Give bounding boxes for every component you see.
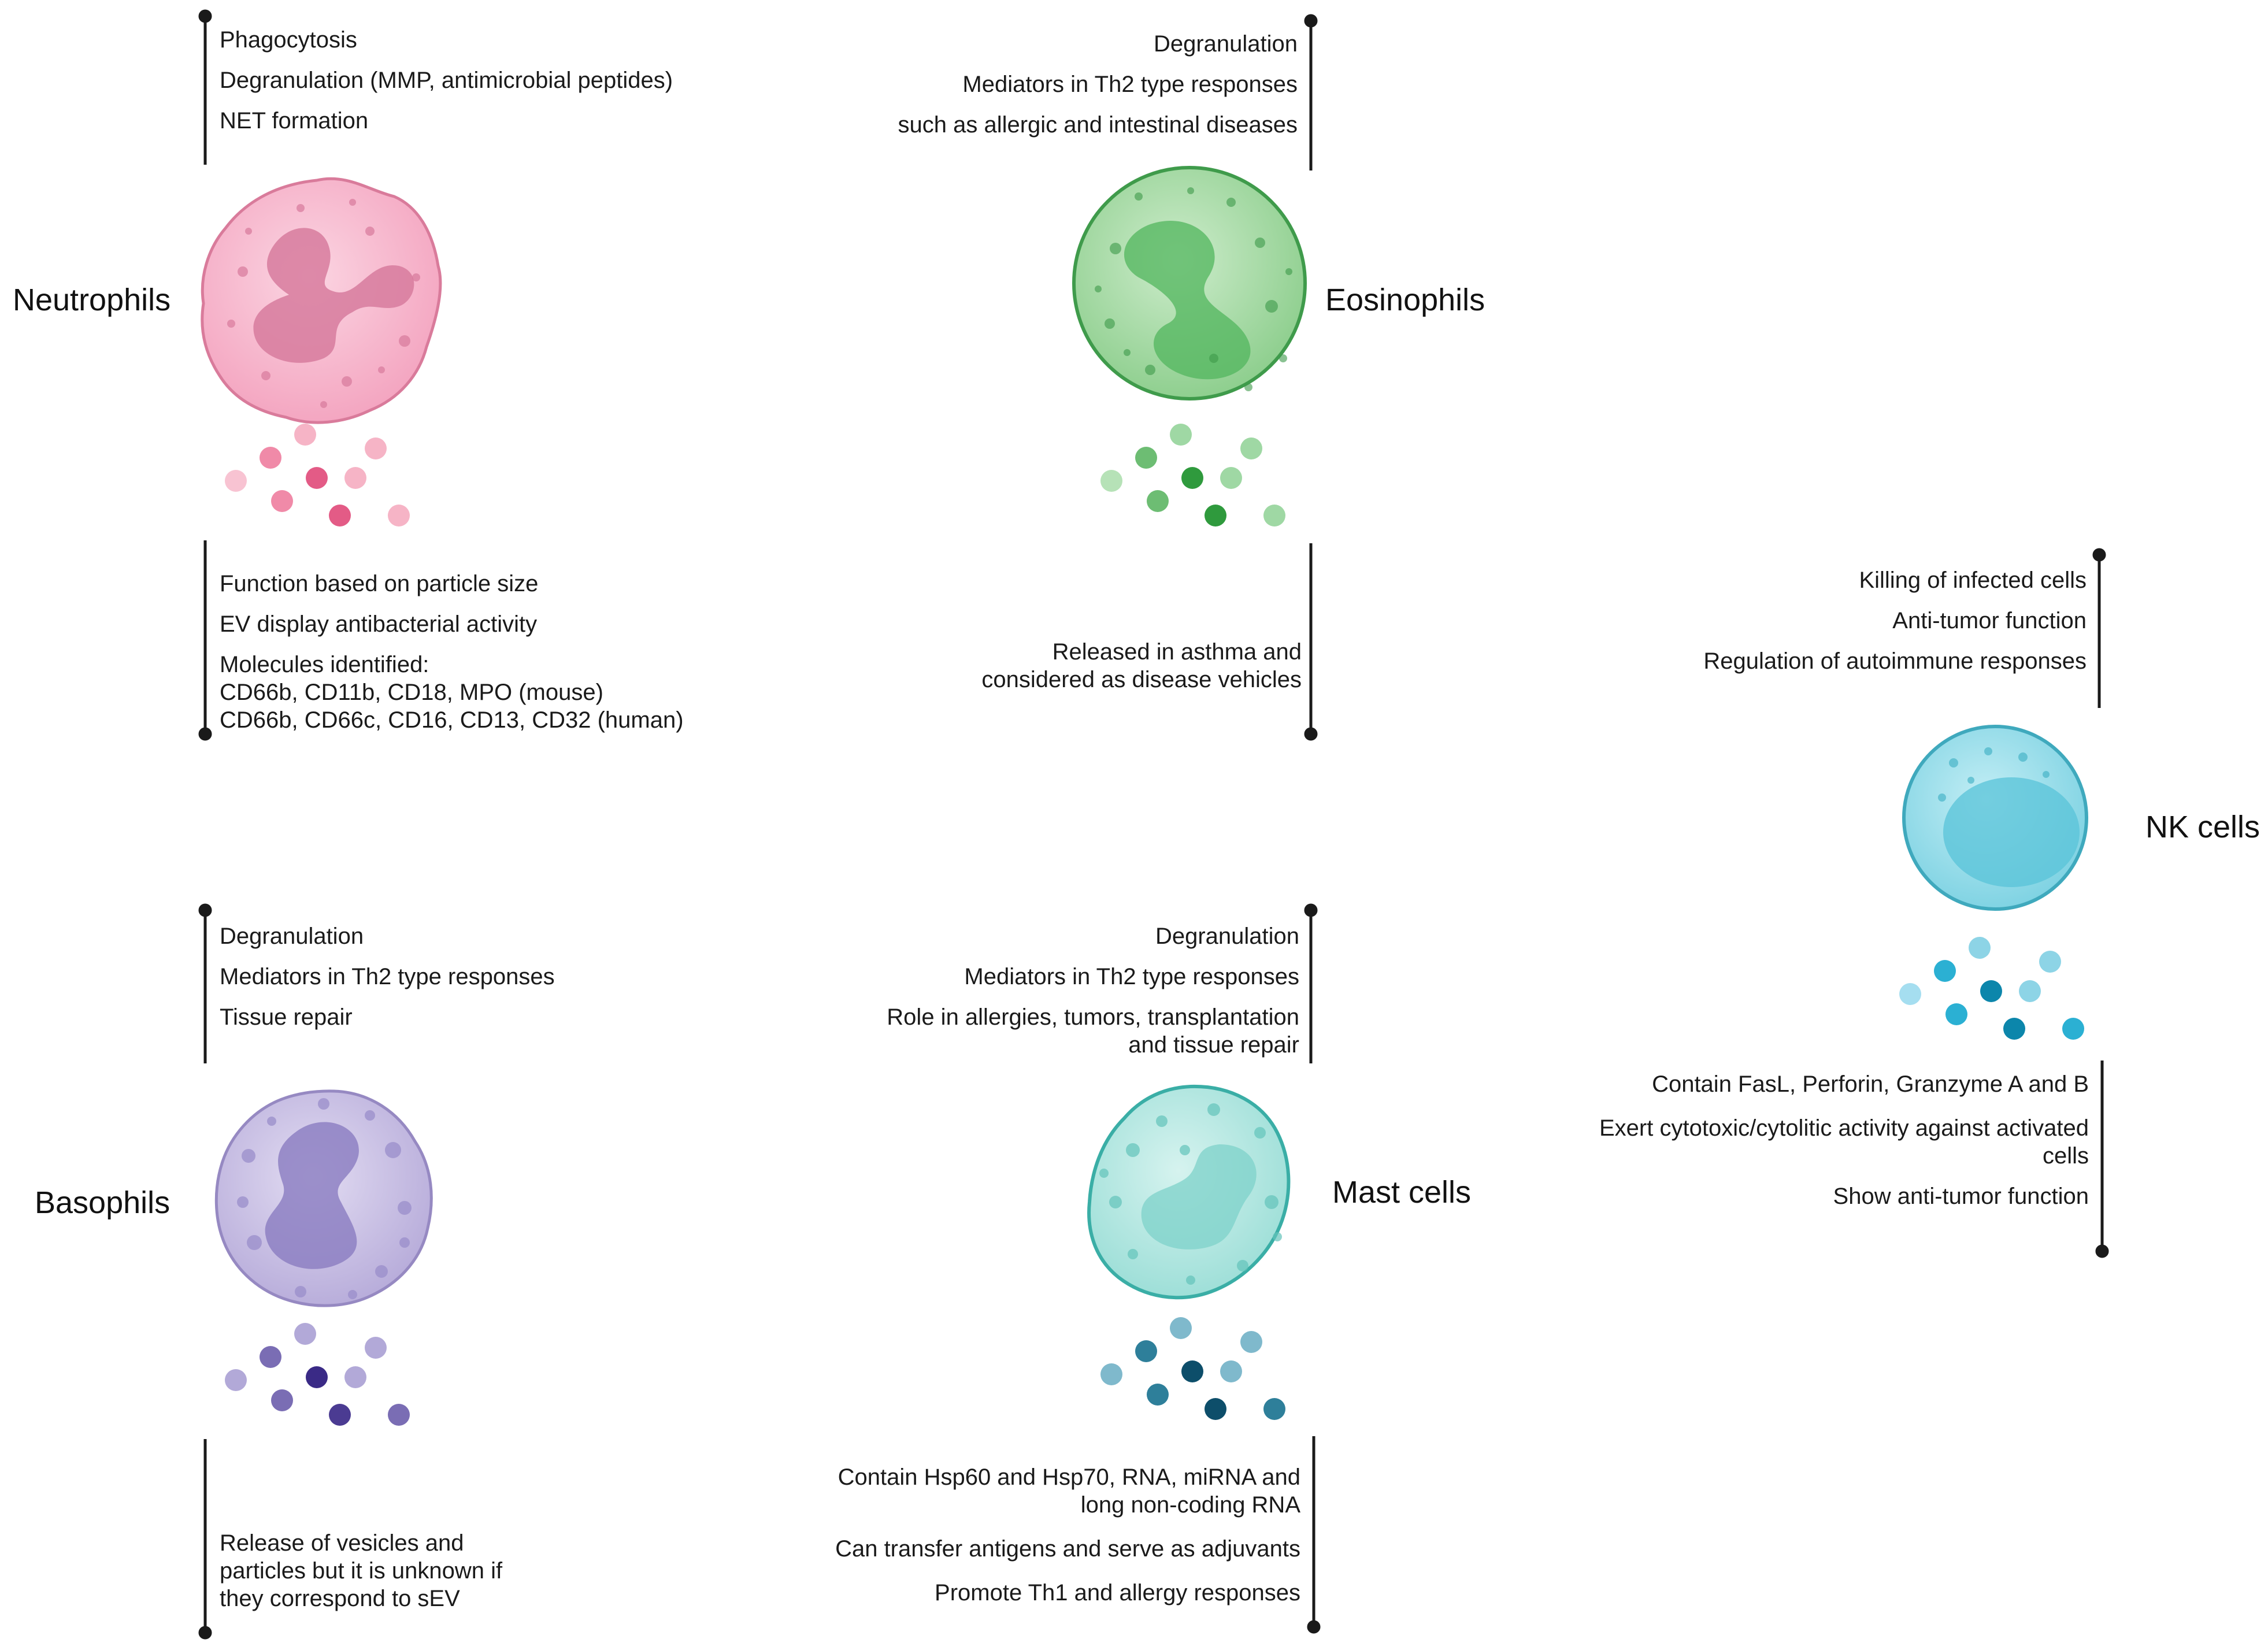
neutrophils-function-1: Phagocytosis xyxy=(220,27,357,53)
basophil-vesicles-icon xyxy=(225,1323,410,1426)
nk-function-1: Killing of infected cells xyxy=(1859,568,2087,593)
eosinophils-ev-1: Released in asthma and considered as dis… xyxy=(981,639,1302,692)
basophils-function-3: Tissue repair xyxy=(220,1004,353,1030)
mast-ev-properties: Contain Hsp60 and Hsp70, RNA, miRNA and … xyxy=(717,1463,1300,1619)
mast-ev-1: Contain Hsp60 and Hsp70, RNA, miRNA and … xyxy=(837,1464,1300,1518)
neutrophils-functions: Phagocytosis Degranulation (MMP, antimic… xyxy=(220,26,798,147)
nk-vesicles-icon xyxy=(1899,937,2084,1040)
nk-ev-properties: Contain FasL, Perforin, Granzyme A and B… xyxy=(1491,1070,2089,1223)
neutrophils-ev-1: Function based on particle size xyxy=(220,571,539,596)
neutrophils-ev-3: Molecules identified: CD66b, CD11b, CD18… xyxy=(220,652,684,733)
mast-vesicles-icon xyxy=(1100,1317,1285,1420)
neutrophil-cell-icon xyxy=(201,177,442,424)
mast-function-1: Degranulation xyxy=(1155,924,1299,949)
eosinophils-function-2: Mediators in Th2 type responses xyxy=(962,72,1298,97)
neutrophils-function-3: NET formation xyxy=(220,108,369,134)
nk-function-2: Anti-tumor function xyxy=(1892,608,2087,633)
eosinophils-function-1: Degranulation xyxy=(1153,31,1298,57)
basophils-ev-properties: Release of vesicles and particles but it… xyxy=(220,1501,740,1650)
basophils-label: Basophils xyxy=(35,1185,171,1220)
eosinophils-ev-properties: Released in asthma and considered as dis… xyxy=(717,610,1302,734)
mast-function-2: Mediators in Th2 type responses xyxy=(964,964,1299,989)
neutrophils-label: Neutrophils xyxy=(13,283,171,317)
mast-cells-label: Mast cells xyxy=(1332,1175,1472,1210)
nk-function-3: Regulation of autoimmune responses xyxy=(1703,648,2087,674)
neutrophils-ev-2: EV display antibacterial activity xyxy=(220,611,538,637)
basophil-cell-icon xyxy=(214,1089,433,1307)
nk-ev-3: Show anti-tumor function xyxy=(1833,1184,2089,1209)
nk-ev-2: Exert cytotoxic/cytolitic activity again… xyxy=(1599,1115,2089,1169)
nk-cells-label: NK cells xyxy=(2145,810,2260,844)
nk-functions: Killing of infected cells Anti-tumor fun… xyxy=(1503,566,2087,688)
neutrophils-ev-properties: Function based on particle size EV displ… xyxy=(220,570,798,747)
eosinophils-function-3: such as allergic and intestinal diseases xyxy=(898,112,1298,138)
neutrophil-vesicles-icon xyxy=(225,424,410,526)
nk-ev-1: Contain FasL, Perforin, Granzyme A and B xyxy=(1652,1071,2089,1097)
neutrophils-function-2: Degranulation (MMP, antimicrobial peptid… xyxy=(220,68,673,93)
mast-ev-3: Promote Th1 and allergy responses xyxy=(935,1580,1300,1605)
basophils-ev-1: Release of vesicles and particles but it… xyxy=(220,1530,503,1611)
basophils-functions: Degranulation Mediators in Th2 type resp… xyxy=(220,922,798,1044)
mast-functions: Degranulation Mediators in Th2 type resp… xyxy=(717,922,1299,1071)
mast-function-3: Role in allergies, tumors, transplantati… xyxy=(887,1004,1299,1058)
eosinophils-label: Eosinophils xyxy=(1325,283,1485,317)
mast-ev-2: Can transfer antigens and serve as adjuv… xyxy=(835,1536,1300,1562)
mast-cell-icon xyxy=(1087,1084,1291,1300)
eosinophil-cell-icon xyxy=(1072,166,1307,401)
bracket-lines xyxy=(198,9,2109,1640)
nk-cell-icon xyxy=(1902,725,2088,911)
eosinophil-vesicles-icon xyxy=(1100,424,1285,526)
eosinophils-functions: Degranulation Mediators in Th2 type resp… xyxy=(717,30,1298,151)
basophils-function-1: Degranulation xyxy=(220,924,364,949)
basophils-function-2: Mediators in Th2 type responses xyxy=(220,964,555,989)
